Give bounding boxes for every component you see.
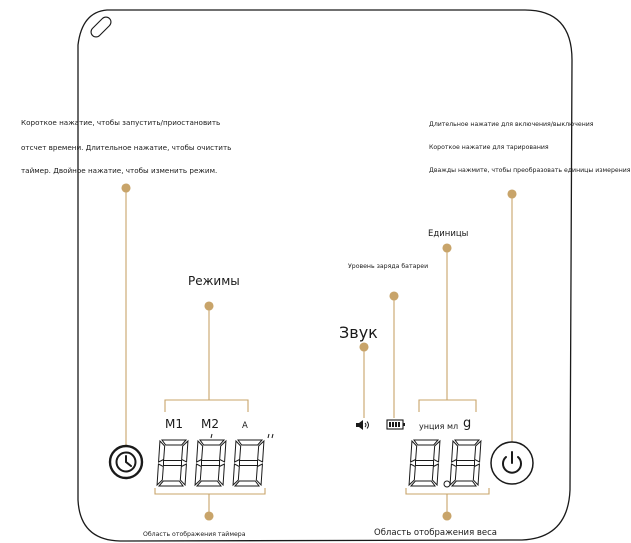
weight-digit-1	[408, 439, 441, 487]
timer-area-bracket	[154, 488, 266, 495]
sound-label: Звук	[339, 323, 378, 342]
speaker-icon	[356, 420, 369, 430]
weight-area-label: Область отображения веса	[374, 528, 498, 538]
timer-area-dot	[204, 511, 214, 521]
clock-icon	[115, 451, 137, 473]
weight-digit-2	[449, 439, 482, 487]
power-callout-line-3: Дважды нажмите, чтобы преобразовать един…	[429, 167, 631, 174]
power-callout-dot	[507, 189, 517, 199]
unit-ounce-ml: унция мл	[419, 422, 459, 431]
mode-m1: M1	[165, 417, 183, 431]
unit-gram: g	[463, 416, 472, 431]
timer-callout-line-3: таймер. Двойное нажатие, чтобы изменить …	[21, 166, 218, 175]
segment-displays	[156, 439, 482, 487]
power-callout-line-2: Короткое нажатие для тарирования	[429, 144, 549, 151]
sound-dot	[359, 342, 369, 352]
timer-callout-line-2: отсчет времени. Длительное нажатие, чтоб…	[21, 143, 232, 152]
modes-bracket	[164, 399, 249, 412]
power-icon	[502, 451, 522, 474]
units-label: Единицы	[428, 229, 469, 239]
power-button[interactable]	[490, 441, 534, 485]
weight-area-dot	[442, 511, 452, 521]
timer-digit-3	[232, 439, 265, 487]
scale-outline	[77, 9, 573, 542]
timer-digit-2	[194, 439, 227, 487]
weight-area-bracket	[405, 488, 490, 495]
battery-dot	[389, 291, 399, 301]
timer-callout-line-1: Короткое нажатие, чтобы запустить/приост…	[21, 118, 221, 127]
battery-icon	[386, 419, 405, 430]
timer-button[interactable]	[108, 444, 144, 480]
modes-label: Режимы	[188, 274, 240, 288]
units-dot	[442, 243, 452, 253]
power-callout-line-1: Длительное нажатие для включения/выключе…	[429, 121, 594, 128]
mode-a: A	[242, 421, 248, 431]
decimal-point	[443, 480, 451, 488]
modes-dot	[204, 301, 214, 311]
mode-m2: M2	[201, 417, 219, 431]
timer-callout-dot	[121, 183, 131, 193]
battery-label: Уровень заряда батареи	[348, 263, 429, 270]
hang-hole	[90, 16, 112, 38]
timer-area-label: Область отображения таймера	[143, 531, 246, 538]
timer-digit-1	[156, 439, 189, 487]
digit-marks	[210, 433, 274, 439]
units-bracket	[418, 399, 477, 412]
